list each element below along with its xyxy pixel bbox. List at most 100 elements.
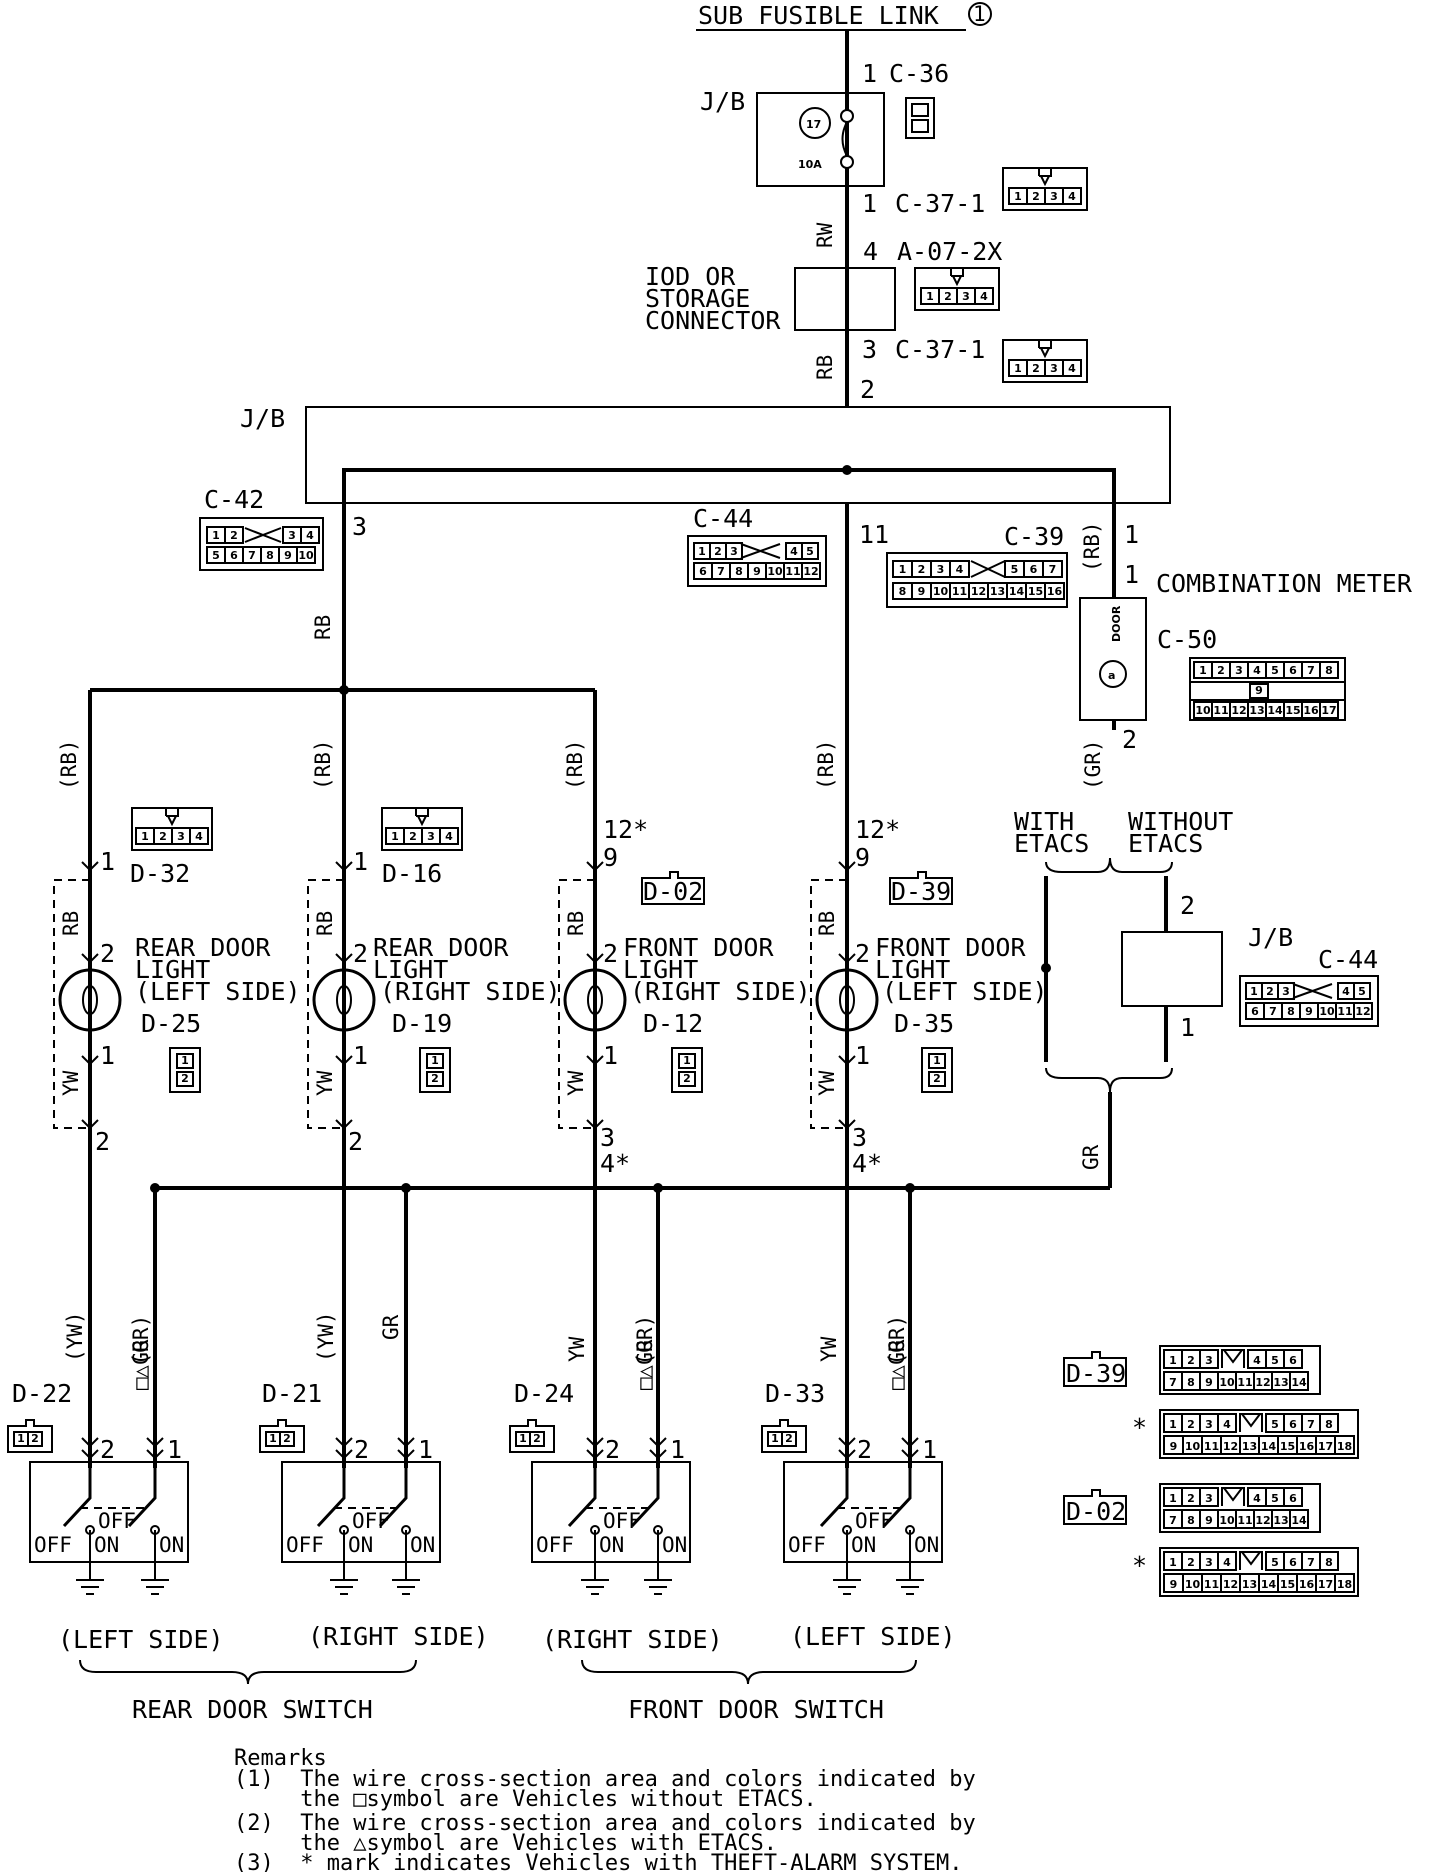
door-light-dashed-box (53, 879, 90, 1129)
switch-conn-pin: 1 (17, 1432, 25, 1445)
c50-pin: 9 (1255, 684, 1263, 697)
terminal-arrow (838, 1055, 856, 1066)
switch-contact-point (590, 1525, 600, 1535)
c2-wire-yw: YW (313, 1070, 337, 1096)
four-pin-pin: 1 (926, 290, 934, 303)
c42-pin: 1 (212, 529, 220, 542)
fuse-number: 17 (806, 118, 821, 131)
terminal-arrow (586, 1055, 604, 1066)
four-pin-pin: 3 (1050, 190, 1058, 203)
c3-wire-yw: YW (564, 1070, 588, 1096)
c44-pin: 1 (698, 545, 706, 558)
c39-pin: 3 (937, 563, 945, 576)
legend14-pin: 9 (1205, 1514, 1213, 1527)
c39-cell (1044, 582, 1065, 600)
connector-c36-icon (905, 97, 935, 139)
c44-pin: 10 (767, 565, 783, 578)
c50-pin: 4 (1253, 664, 1261, 677)
connector-d02-label: D-02 (643, 877, 703, 906)
remarks-title: Remarks (234, 1746, 327, 1771)
legend-outline (1159, 1345, 1321, 1395)
legend18-pin: 2 (1187, 1418, 1195, 1431)
c3-pin-9: 9 (603, 843, 618, 872)
lamp-conn-pin: 2 (683, 1072, 691, 1085)
connector-d35-label: D-35 (894, 1009, 954, 1038)
c3-light-label-3: (RIGHT SIDE) (630, 977, 811, 1006)
switch-lever (62, 1462, 92, 1528)
ground-symbol (141, 1579, 169, 1595)
c39-pin: 2 (918, 563, 926, 576)
legend14-pin: 2 (1187, 1492, 1195, 1505)
c44-pin: 4 (1342, 985, 1350, 998)
sw1-wire-tri-gr: △(GR) (129, 1315, 153, 1378)
switch-conn-outline (761, 1419, 807, 1453)
connector-c371a-label: C-37-1 (895, 189, 985, 218)
c50-pin: 12 (1231, 704, 1246, 717)
switch-contact-point (85, 1525, 95, 1535)
connector-c42-label: C-42 (204, 485, 264, 514)
legend18-pin: 11 (1204, 1578, 1219, 1591)
c50-cell (1249, 683, 1269, 699)
terminal-arrow (81, 1119, 99, 1130)
c2-pin-2: 2 (353, 939, 368, 968)
c1-pin-2b: 2 (95, 1127, 110, 1156)
switch-conn-outline (509, 1419, 555, 1453)
pin-c371b-3: 3 (862, 335, 877, 364)
terminal-arrow (838, 1119, 856, 1130)
without-etacs-label-2: ETACS (1128, 829, 1203, 858)
jb-internal-bus (342, 468, 1116, 503)
switch-terminal-arrow (146, 1437, 164, 1460)
terminal-arrow (335, 1055, 353, 1066)
pin-jb-c44-2: 2 (1180, 891, 1195, 920)
lamp-connector-icon: 12 (671, 1047, 703, 1093)
remark-1a: (1) The wire cross-section area and colo… (234, 1767, 976, 1792)
connector-key (165, 808, 179, 827)
pin-c42-3: 3 (352, 512, 367, 541)
switch-box (29, 1461, 189, 1563)
switch-pin-2: 2 (857, 1435, 872, 1464)
title-label: SUB FUSIBLE LINK (698, 1, 939, 30)
legend14-pin: 12 (1255, 1514, 1270, 1527)
switch-conn-pin: 2 (785, 1432, 793, 1445)
terminal-arrow (586, 953, 604, 964)
jb-fuse-box (756, 92, 885, 187)
door-conn-pin: 3 (177, 830, 185, 843)
c39-pin: 13 (990, 585, 1005, 598)
four-pin-pin: 2 (1032, 190, 1040, 203)
c42-pin: 4 (306, 529, 314, 542)
combination-meter-box (1079, 597, 1147, 721)
c4-pin-1b: 1 (855, 1041, 870, 1070)
four-pin-cell (974, 287, 994, 305)
c44-cell (725, 542, 743, 560)
c2-pin-1: 1 (353, 847, 368, 876)
four-pin-pin: 4 (1068, 190, 1076, 203)
legend18-pin: 3 (1205, 1556, 1213, 1569)
legend18-cell (1217, 1551, 1237, 1571)
legend18-pin: 8 (1325, 1556, 1333, 1569)
c44-pin: 11 (785, 565, 800, 578)
connector-d19-label: D-19 (392, 1009, 452, 1038)
switch-lever (567, 1462, 597, 1528)
c50-pin: 10 (1195, 704, 1211, 717)
switch-conn-cell (279, 1431, 295, 1447)
c2-light-label-3: (RIGHT SIDE) (380, 977, 561, 1006)
sw4-wire-yw: YW (817, 1336, 841, 1362)
legend-star: * (1132, 1551, 1147, 1580)
c44-pin: 1 (1250, 985, 1258, 998)
door-conn-cell (189, 827, 209, 845)
switch-on-label: ON (410, 1533, 435, 1557)
ground-symbol (896, 1579, 924, 1595)
c50-pin: 3 (1235, 664, 1243, 677)
connector-d33-label: D-33 (765, 1379, 825, 1408)
legend-connector-icon (1063, 1351, 1127, 1387)
ground-symbol (330, 1579, 358, 1595)
legend14-pin: 11 (1237, 1376, 1252, 1389)
